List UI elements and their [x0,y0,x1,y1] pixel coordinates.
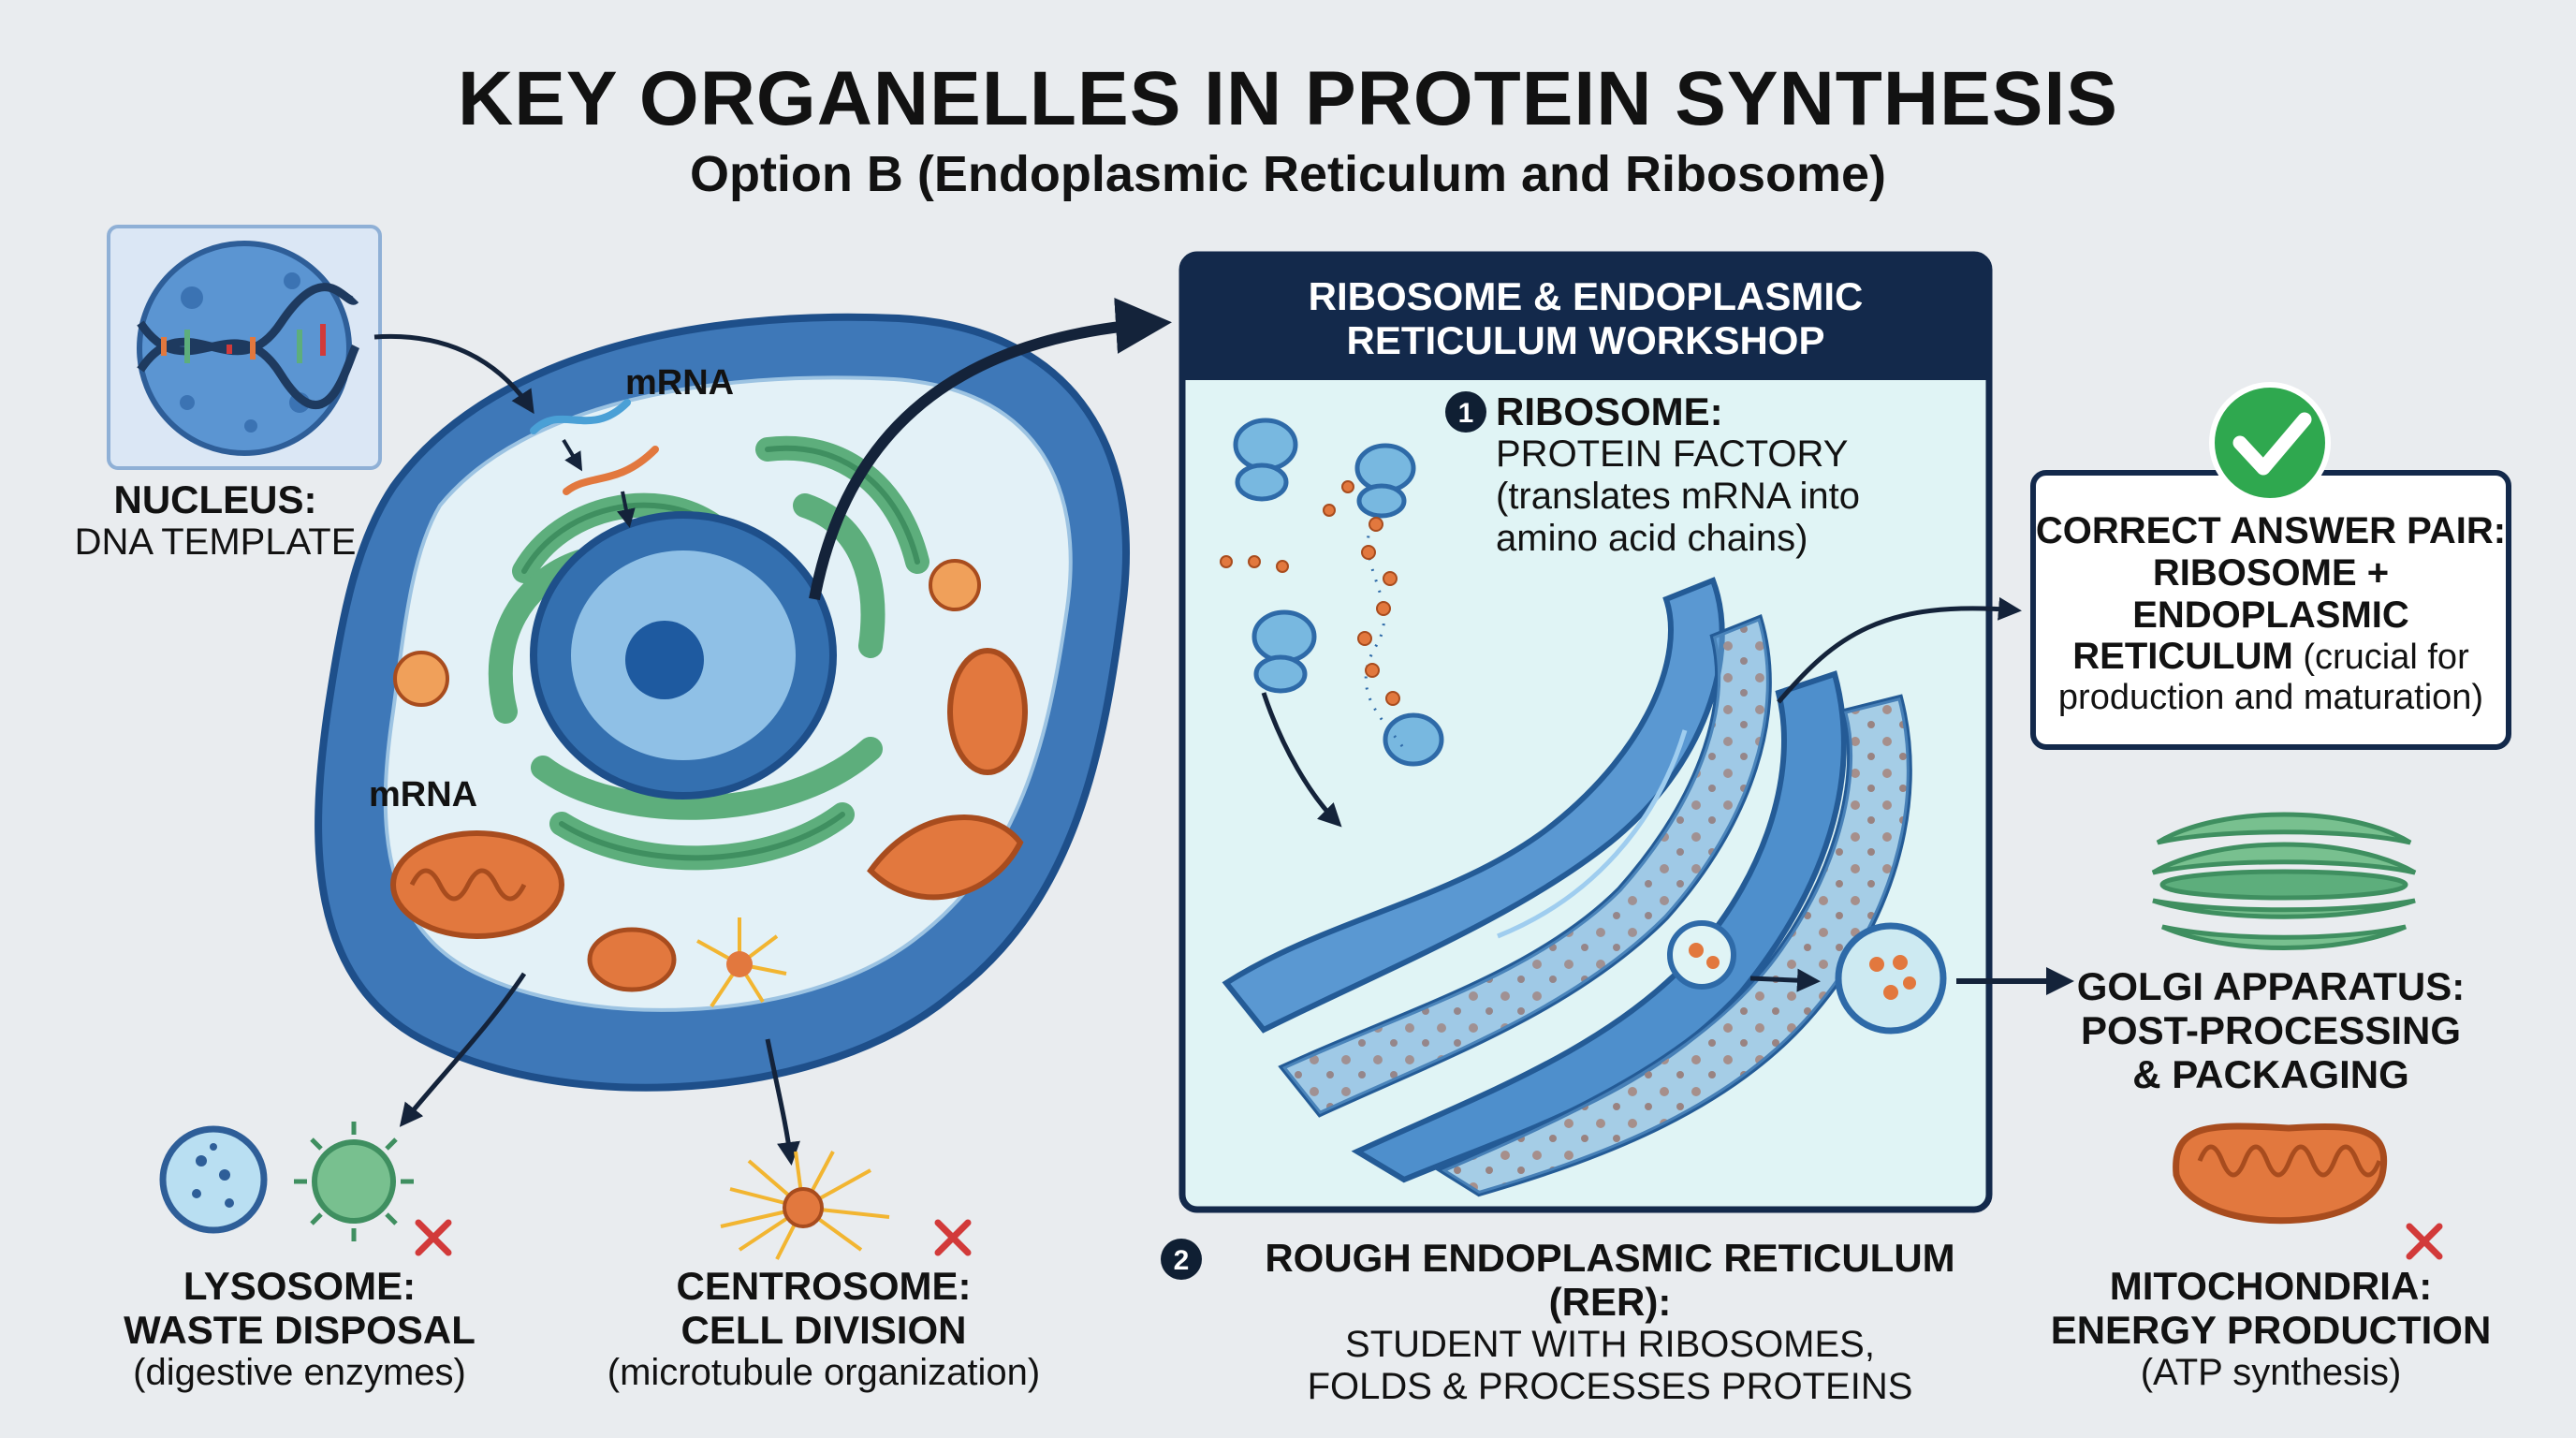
page-title: KEY ORGANELLES IN PROTEIN SYNTHESIS [458,56,2118,141]
ribosome-icon [1233,418,1444,767]
centrosome-label: CENTROSOME: CELL DIVISION (microtubule o… [562,1264,1086,1394]
page-subtitle: Option B (Endoplasmic Reticulum and Ribo… [689,146,1887,202]
workshop-title: RIBOSOME & ENDOPLASMIC RETICULUM WORKSHO… [1185,257,1986,379]
dna-icon [137,283,360,409]
rer-label: ROUGH ENDOPLASMIC RETICULUM (RER): STUDE… [1208,1236,2012,1408]
mitochondria-icon [2173,1123,2388,1225]
lysosome-label: LYSOSOME: WASTE DISPOSAL (digestive enzy… [66,1264,534,1394]
ribosome-detail-1: (translates mRNA into [1496,475,1861,517]
lysosome-role: WASTE DISPOSAL [124,1308,476,1353]
centrosome-detail: (microtubule organization) [607,1352,1041,1394]
rer-line2: STUDENT WITH RIBOSOMES, [1345,1324,1875,1366]
mitochondria-label: MITOCHONDRIA: ENERGY PRODUCTION (ATP syn… [2033,1264,2509,1394]
mitochondria-detail: (ATP synthesis) [2140,1352,2402,1394]
centrosome-icon [720,1151,890,1260]
answer-line5: production and maturation) [2057,678,2484,718]
bacterium-icon [294,1122,414,1241]
cross-icon [2406,1223,2443,1260]
nucleus-name: NUCLEUS: [113,477,317,521]
answer-line4-bold: RETICULUM [2072,636,2293,678]
step-badge-2: 2 [1161,1239,1202,1280]
arrow-icon [373,333,534,415]
centrosome-role: CELL DIVISION [681,1308,967,1353]
centrosome-name: CENTROSOME: [676,1264,972,1308]
workshop-title-line2: RETICULUM WORKSHOP [1346,318,1825,362]
golgi-line2: POST-PROCESSING [2080,1008,2462,1053]
cell-mitochondria [390,648,1028,992]
answer-line1: CORRECT ANSWER PAIR: [2035,510,2507,551]
mitochondria-role: ENERGY PRODUCTION [2050,1308,2492,1353]
mitochondria-name: MITOCHONDRIA: [2109,1264,2433,1308]
answer-text: CORRECT ANSWER PAIR: RIBOSOME + ENDOPLAS… [2033,510,2509,718]
nucleus-label: NUCLEUS: DNA TEMPLATE [66,477,365,564]
answer-line2: RIBOSOME + [2152,551,2390,594]
ribosome-label: RIBOSOME: PROTEIN FACTORY (translates mR… [1496,389,1983,559]
workshop-title-line1: RIBOSOME & ENDOPLASMIC [1308,273,1864,318]
lysosome-detail: (digestive enzymes) [133,1352,466,1394]
nucleus-desc: DNA TEMPLATE [74,521,357,564]
step-number-1: 1 [1458,398,1474,429]
golgi-line3: & PACKAGING [2132,1052,2409,1097]
golgi-line1: GOLGI APPARATUS: [2076,964,2466,1008]
nucleus-inset [107,225,382,470]
ribosome-role: PROTEIN FACTORY [1496,433,1849,476]
rough-er-illustration [1222,577,1912,1197]
cross-icon [415,1219,452,1256]
rer-name: ROUGH ENDOPLASMIC RETICULUM (RER): [1265,1236,1955,1325]
ribosome-name: RIBOSOME: [1496,389,1723,433]
ribosome-detail-2: amino acid chains) [1496,517,1808,559]
rer-line3: FOLDS & PROCESSES PROTEINS [1307,1365,1913,1407]
mrna-label-top: mRNA [625,363,735,403]
step-badge-1: 1 [1445,391,1486,433]
cell-illustration [315,313,1130,1092]
golgi-icon [2151,812,2417,950]
step-number-2: 2 [1174,1245,1190,1276]
workshop-panel [1178,251,1993,1213]
cross-icon [934,1219,972,1256]
lysosome-name: LYSOSOME: [183,1264,417,1308]
arrow-to-workshop [809,298,1172,601]
check-icon [2232,412,2312,476]
golgi-label: GOLGI APPARATUS: POST-PROCESSING & PACKA… [2033,964,2509,1096]
answer-line3: ENDOPLASMIC [2132,594,2409,636]
answer-box [2030,382,2511,750]
lysosome-icon [159,1125,268,1234]
mrna-label-left: mRNA [369,775,478,814]
answer-line4-normal: (crucial for [2292,638,2469,678]
